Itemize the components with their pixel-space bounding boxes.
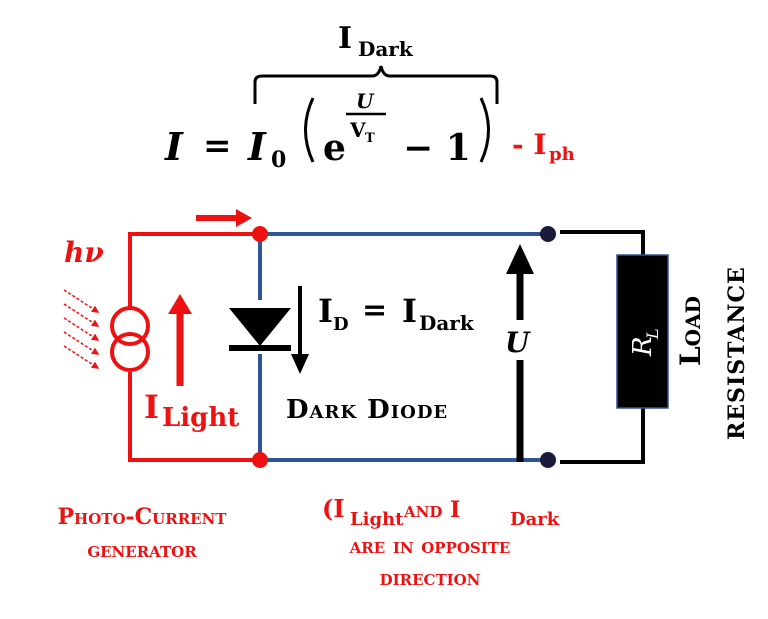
svg-text:I: I [338,21,352,56]
svg-text:I: I [144,388,159,426]
current-source-icon [110,306,150,372]
opposite-direction-caption: (I Light and I Dark are in opposite dire… [322,494,560,591]
i-light-label: I Light [144,388,239,433]
svg-text:I: I [318,292,333,330]
svg-text:ph: ph [549,144,575,165]
photo-current-term: - I ph [512,128,575,165]
diode-icon [228,300,292,354]
svg-text:− 1: − 1 [403,127,471,169]
svg-text:T: T [365,131,375,146]
svg-text:and I: and I [403,497,460,523]
svg-text:D: D [333,314,349,335]
svg-text:R: R [628,336,658,357]
u-label: U [505,326,531,359]
svg-text:=: = [362,293,387,328]
svg-text:Photo-Current: Photo-Current [58,504,228,530]
generator-caption: Photo-Current generator [58,504,228,563]
svg-text:Light: Light [350,509,404,530]
light-rays-icon [63,289,100,369]
terminal-bottom [540,452,556,468]
svg-text:V: V [349,118,366,142]
load-resistor [616,254,669,409]
resistance-label: resistance [724,266,750,440]
svg-text:U: U [356,89,375,113]
curly-brace [253,65,499,104]
svg-text:Dark: Dark [358,37,414,61]
terminal-top [540,226,556,242]
hv-label: hν [64,236,104,269]
svg-text:generator: generator [87,537,197,563]
brace-label: I Dark [338,21,414,61]
svg-text:I: I [247,124,267,169]
svg-text:are in opposite: are in opposite [349,533,511,559]
svg-text:(I: (I [322,494,345,523]
svg-text:Dark: Dark [510,509,560,530]
node-top-left [252,226,268,242]
left-paren [304,97,315,163]
svg-text:direction: direction [380,565,481,591]
load-wire-bottom [560,408,645,464]
svg-text:I: I [402,292,417,330]
id-label: I D = I Dark [318,292,475,335]
svg-text:Light: Light [162,403,239,433]
svg-text:- I: - I [512,128,546,161]
rl-label: R L [628,328,662,357]
svg-text:Dark: Dark [419,311,475,335]
dark-current-equation: I = I 0 e U V T − 1 [164,89,490,173]
load-label: Load [674,296,707,366]
svg-text:I: I [164,124,184,169]
load-wire [560,230,645,255]
svg-text:e: e [323,127,346,169]
right-paren [479,97,490,163]
svg-text:0: 0 [271,147,286,173]
node-bottom-left [252,452,268,468]
svg-text:L: L [643,328,662,340]
svg-text:=: = [203,126,232,166]
dark-diode-label: Dark Diode [286,395,448,425]
